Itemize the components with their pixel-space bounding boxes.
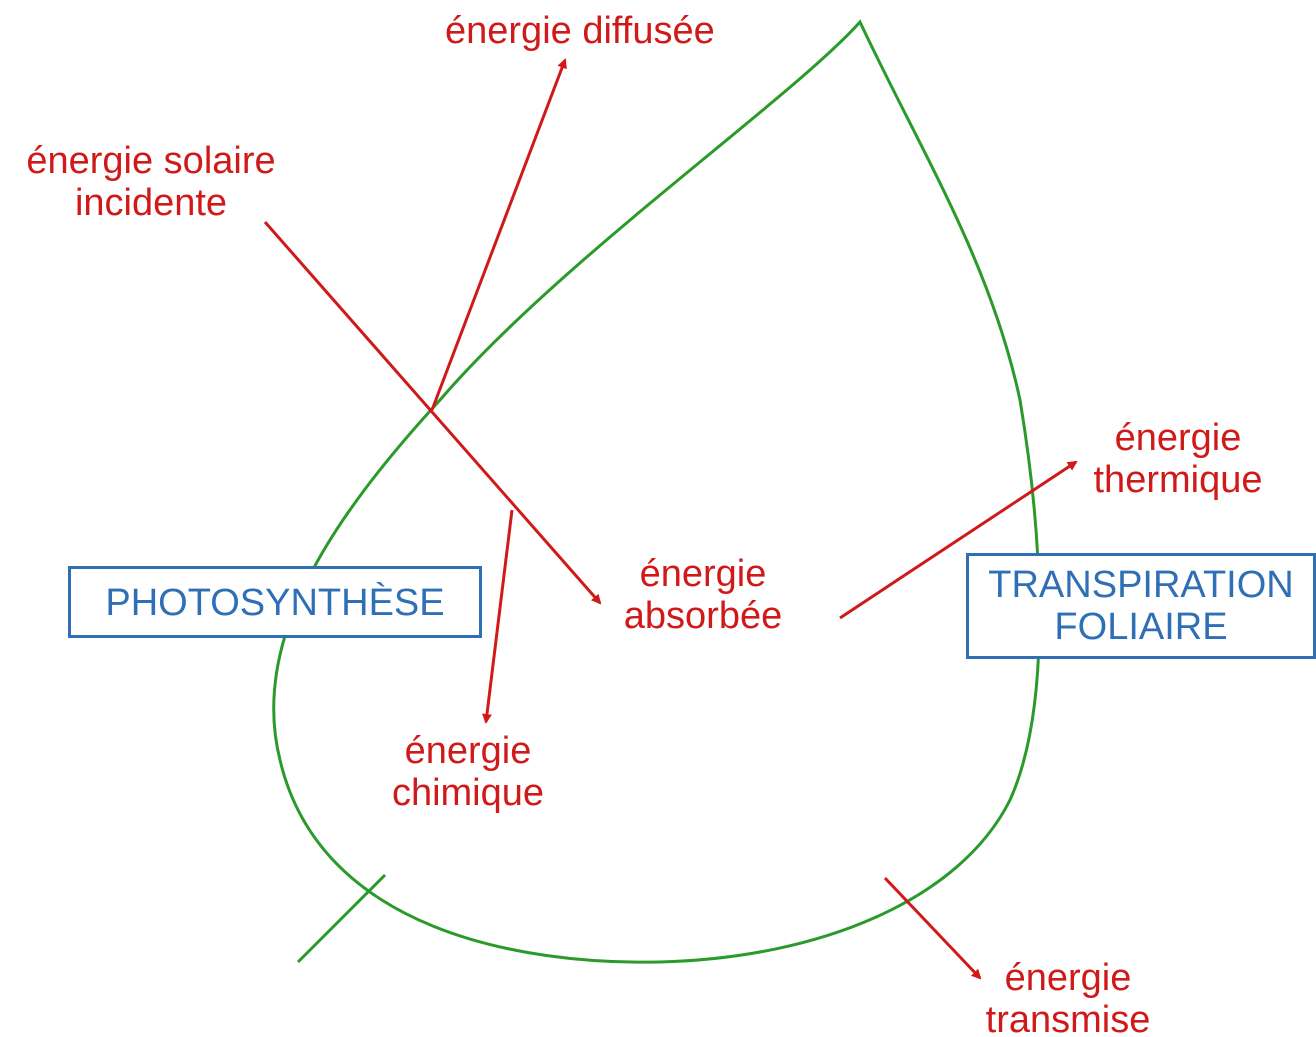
leaf-stem bbox=[296, 873, 387, 964]
leaf-outline bbox=[272, 19, 1041, 964]
label-energie-thermique: énergie thermique bbox=[1093, 417, 1263, 501]
label-diffused-text: énergie diffusée bbox=[445, 10, 715, 52]
transpiration-box: TRANSPIRATION FOLIAIRE bbox=[966, 553, 1316, 659]
photosynthesis-box: PHOTOSYNTHÈSE bbox=[68, 566, 482, 638]
thermal-energy-arrow bbox=[839, 460, 1078, 620]
label-energie-solaire-incidente: énergie solaire incidente bbox=[26, 140, 276, 224]
chemical-energy-arrow bbox=[482, 509, 514, 724]
label-energie-diffusee: énergie diffusée bbox=[445, 10, 715, 52]
label-energie-transmise: énergie transmise bbox=[985, 957, 1151, 1037]
label-energie-absorbee: énergie absorbée bbox=[623, 553, 783, 637]
diffused-energy-arrow bbox=[430, 58, 567, 411]
transmitted-energy-arrow bbox=[883, 876, 982, 980]
incident-energy-arrow bbox=[263, 221, 602, 605]
label-energie-chimique: énergie chimique bbox=[391, 730, 545, 814]
